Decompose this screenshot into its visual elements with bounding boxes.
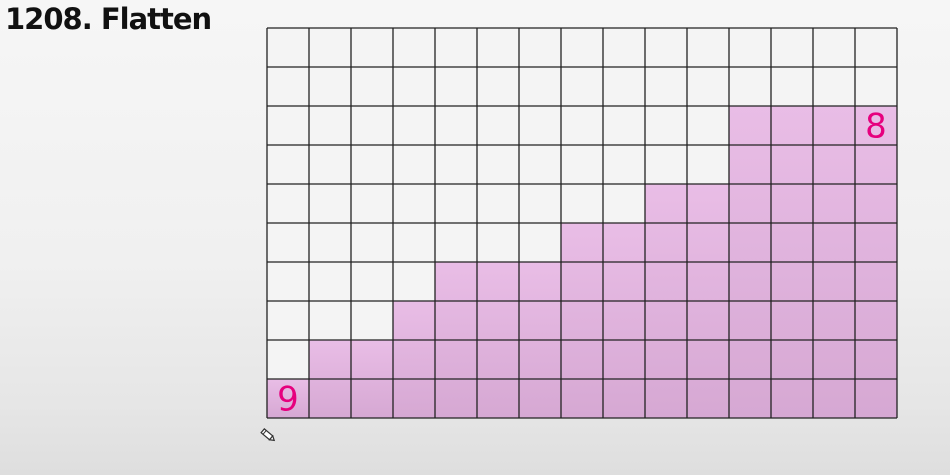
grid-lines [266, 27, 898, 419]
annotation-label-0: 9 [277, 380, 299, 420]
annotations-layer: 98 [277, 107, 887, 420]
filled-column-0 [267, 379, 309, 418]
pencil-icon [260, 427, 276, 442]
page-title: 1208. Flatten [5, 2, 212, 36]
annotation-label-1: 8 [865, 107, 887, 147]
filled-column-7 [561, 223, 603, 418]
filled-column-8 [603, 223, 645, 418]
filled-column-3 [393, 301, 435, 418]
